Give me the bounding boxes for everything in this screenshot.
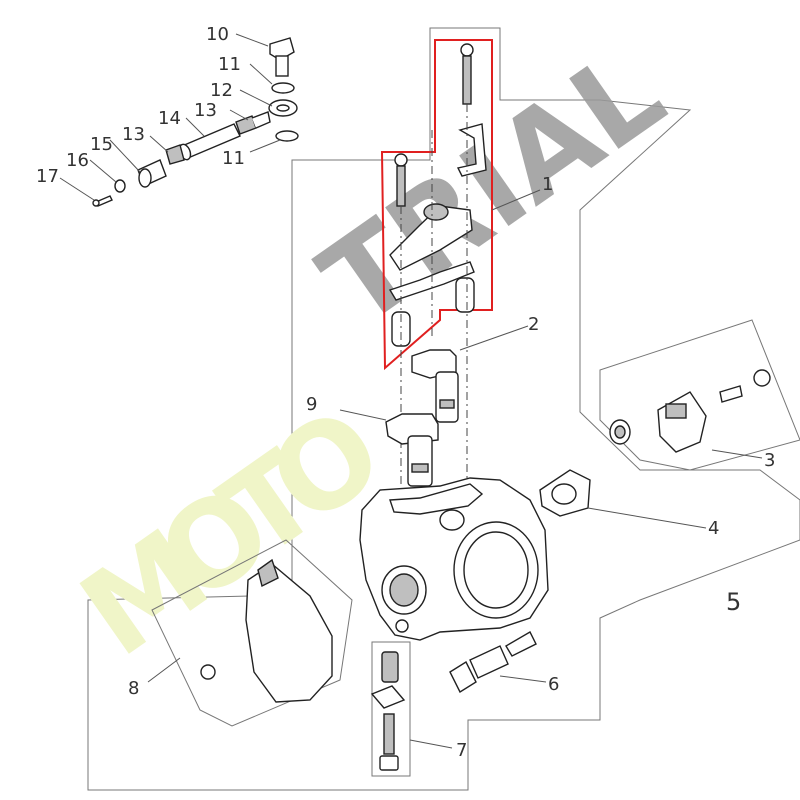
callout-11-top: 11 [218, 54, 241, 75]
injector-2 [411, 349, 459, 423]
callout-3: 3 [764, 450, 775, 471]
bolt-6 [449, 631, 537, 694]
gasket-4 [539, 469, 591, 517]
callout-5: 5 [726, 588, 741, 616]
callout-8: 8 [128, 678, 139, 699]
idle-screw-7 [370, 651, 406, 771]
frame-8 [151, 539, 353, 727]
spacer-right [455, 277, 475, 313]
callout-14: 14 [158, 108, 181, 129]
idle-actuator-3 [609, 369, 771, 453]
callout-11-bottom: 11 [222, 148, 245, 169]
sensor-cover-8 [200, 558, 333, 703]
callout-13-right: 13 [194, 100, 217, 121]
callout-7: 7 [456, 740, 467, 761]
throttle-body [359, 477, 549, 641]
callout-10: 10 [206, 24, 229, 45]
callout-1: 1 [542, 174, 553, 195]
callout-labels: 1 2 3 4 5 6 7 8 9 10 11 12 13 14 13 15 1… [36, 24, 775, 761]
callout-16: 16 [66, 150, 89, 171]
frame-7 [371, 641, 411, 777]
highlight-outline-part-1 [380, 39, 493, 371]
banjo-fitting-assembly [59, 33, 299, 207]
washer-11-bottom [275, 130, 299, 142]
callout-17: 17 [36, 166, 59, 187]
injector-9 [385, 413, 439, 487]
frame-3 [599, 319, 800, 471]
leader-lines [147, 189, 763, 749]
callout-2: 2 [528, 314, 539, 335]
washer-11-top [271, 82, 295, 94]
callout-6: 6 [548, 674, 559, 695]
fuel-rail-bracket-assembly [388, 43, 487, 510]
callout-15: 15 [90, 134, 113, 155]
callout-13-left: 13 [122, 124, 145, 145]
callout-12: 12 [210, 80, 233, 101]
assembly-frame-5 [87, 27, 800, 791]
washer-16 [114, 179, 126, 193]
callout-4: 4 [708, 518, 719, 539]
fuel-rail-body [389, 205, 473, 271]
watermark-moto-text: MOTO [57, 381, 406, 683]
callout-9: 9 [306, 394, 317, 415]
